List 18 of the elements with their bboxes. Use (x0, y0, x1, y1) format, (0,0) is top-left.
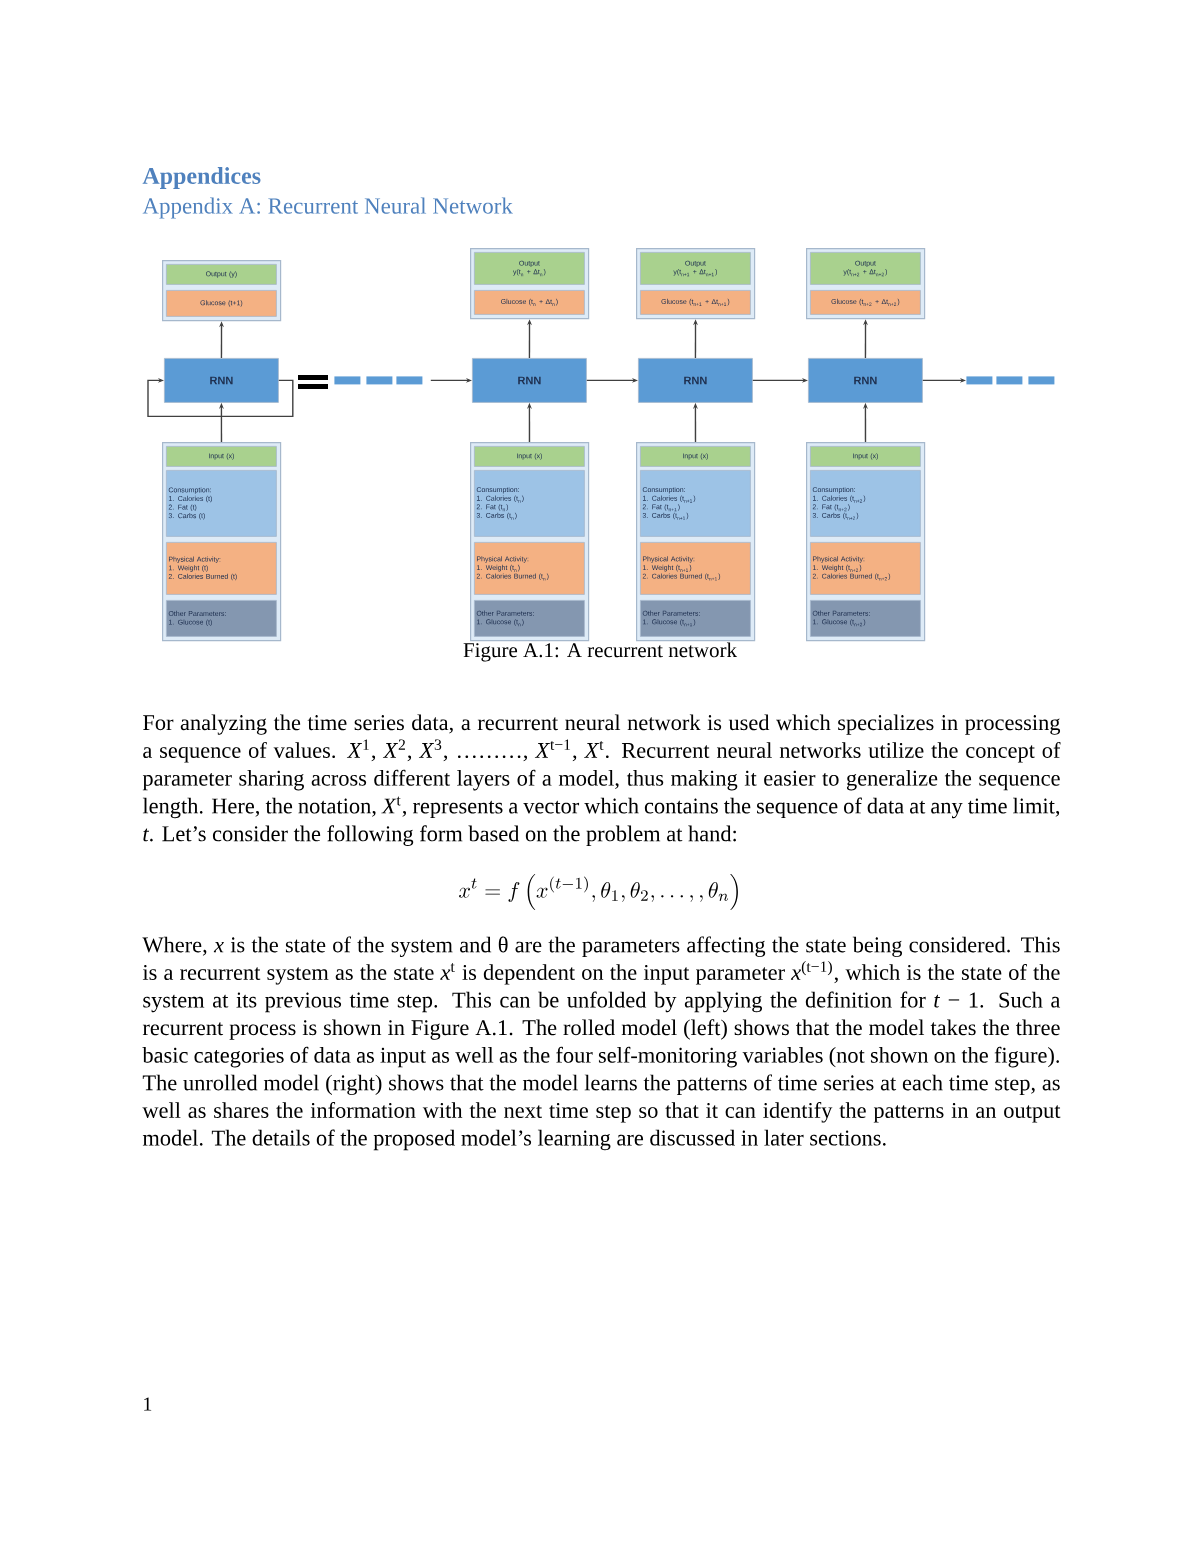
paragraph: For analyzing the time series data, a recurrent neural network is used which specializes in processing a sequence of values. X$^{1}$, X$^{2}$, X$^{3}$, ………, X$^{t−1}$, X$^{t}$. Recurrent neural networks utilize the concept of parameter sharing across different layers of a model, thus making it easier to generalize the sequence length. Here, the notation, X$^{t}$, represents a vector which contains the sequence of data at any time limit, t. Let’s consider the following form based on the problem at hand: (142, 714, 1061, 846)
arrow (752, 377, 808, 383)
dash-block (396, 376, 423, 385)
dash-block (966, 376, 993, 385)
paragraph: Where, x is the state of the system and θ are the parameters affecting the state being considered. This is a recurrent system as the state x$^{t}$ is dependent on the input parameter x$^{(t−1)}$, which is the state of the system at its previous time step. This can be unfolded by applying the definition for t− 1. Such a recurrent process is shown in Figure A.1. The rolled model (left) shows that the model takes the three basic categories of data as input as well as the four self-monitoring variables (not shown on the figure). The unrolled model (right) shows that the model learns the patterns of time series at each time step, as well as shares the information with the next time step so that it can identify the patterns in an output model. The details of the proposed model’s learning are discussed in later sections. (142, 936, 1061, 1151)
arrow (922, 377, 966, 383)
loop-arrow (147, 377, 294, 418)
dash-block (366, 376, 393, 385)
arrow (586, 377, 638, 383)
page-number: 1 (144, 1397, 152, 1411)
equation: $x^{t} = f\left(x^{(t-1)}, \theta_{1}, \theta_{2}, \ldots,, \theta_{n}\right)$ (459, 874, 738, 910)
subsection-heading: Appendix A: Recurrent Neural Network (142, 197, 513, 219)
dash-block (996, 376, 1023, 385)
figure-caption: Figure A.1: A recurrent network (463, 642, 738, 662)
section-heading: Appendices (142, 167, 261, 189)
dash-block (1028, 376, 1055, 385)
arrow (430, 377, 472, 383)
dash-block (334, 376, 361, 385)
